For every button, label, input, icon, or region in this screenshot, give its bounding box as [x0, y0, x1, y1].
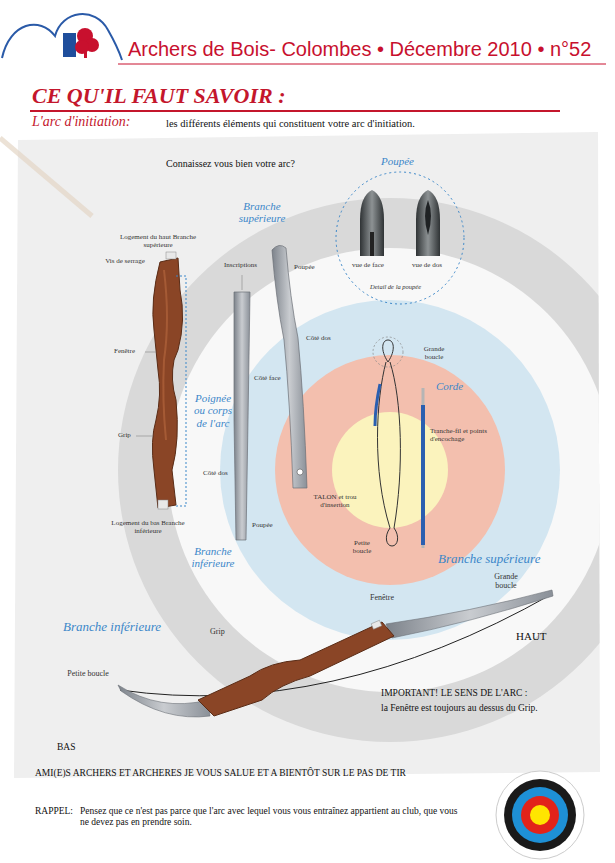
part-label: IMPORTANT! LE SENS DE L'ARC :	[381, 688, 527, 699]
nock-back	[416, 190, 440, 256]
arrow-shaft	[0, 138, 92, 216]
part-label: Poignée ou corps de l'arc	[190, 392, 236, 429]
serving-bar	[422, 388, 425, 548]
detail-circle	[336, 172, 464, 304]
part-label: Grande boucle	[416, 346, 452, 362]
serving-bar	[421, 405, 425, 545]
part-label: Branche supérieure	[226, 200, 298, 225]
target-face	[118, 198, 615, 742]
target-icon	[521, 796, 559, 834]
string	[390, 362, 400, 528]
target-icon	[530, 805, 550, 825]
nock-slot	[370, 232, 374, 256]
riser	[152, 258, 182, 508]
part-label: Tranche-fil et points d'encochage	[430, 428, 490, 444]
limb-bolt	[371, 620, 382, 629]
header-rule	[118, 64, 606, 65]
part-label: Poupée	[252, 522, 273, 530]
limb-face	[234, 292, 250, 540]
part-label: BAS	[57, 742, 75, 753]
target-icon	[504, 779, 576, 851]
part-label: Côté face	[254, 375, 281, 383]
nock-groove	[425, 200, 431, 235]
part-label: AMI(E)S ARCHERS ET ARCHERES JE VOUS SALU…	[35, 768, 406, 779]
part-label: Logement du haut Branche supérieure	[112, 234, 204, 250]
target-icon	[496, 771, 584, 859]
part-label: Fenêtre	[114, 348, 135, 356]
target-ring	[275, 355, 505, 585]
part-label: Pensez que ce n'est pas parce que l'arc …	[80, 806, 460, 827]
part-label: L'arc d'initiation:	[32, 114, 130, 130]
limb-side	[272, 245, 307, 488]
nock-front	[360, 190, 384, 256]
detail-circle	[373, 337, 403, 367]
part-label: Fenêtre	[370, 594, 394, 603]
part-label: RAPPEL:	[35, 806, 73, 817]
lower-limb	[118, 685, 210, 717]
part-label: Grip	[210, 628, 225, 637]
insertion-hole	[297, 469, 303, 475]
part-label: Côté dos	[306, 335, 331, 343]
part-label: Corde	[436, 380, 463, 392]
part-label: TALON et trou d'insertion	[306, 494, 364, 510]
part-label: Poupée	[294, 264, 315, 272]
part-label: Grip	[118, 432, 131, 440]
logo-swoosh	[2, 14, 122, 60]
part-label: HAUT	[516, 630, 547, 642]
part-label: Branche inférieure	[184, 545, 242, 570]
part-label: Petite boucle	[346, 540, 378, 556]
target-icon	[512, 787, 568, 843]
leader-line	[145, 352, 156, 353]
target-ring	[220, 300, 560, 640]
logo-emblem	[84, 50, 87, 58]
newsletter-title: Archers de Bois- Colombes • Décembre 201…	[128, 38, 591, 60]
string-loop	[386, 528, 397, 546]
part-label: la Fenêtre est toujours au dessus du Gri…	[381, 703, 538, 714]
limb-bolt	[166, 252, 176, 259]
part-label: Poupée	[381, 155, 414, 167]
target-ring	[118, 198, 615, 742]
heading-rule	[30, 110, 560, 112]
leader-line	[242, 275, 243, 290]
leader-line	[136, 436, 153, 437]
string-serving	[375, 384, 380, 426]
part-label: Vis de serrage	[104, 258, 146, 266]
part-label: Petite boucle	[66, 670, 110, 679]
target-ring	[168, 248, 612, 692]
part-label: les différents éléments qui constituent …	[166, 118, 415, 130]
part-label: Logement du bas Branche inférieure	[102, 520, 194, 536]
part-label: Branche inférieure	[63, 620, 161, 635]
part-label: vue de dos	[412, 262, 442, 270]
part-label: Branche supérieure	[438, 552, 540, 567]
part-label: Côté dos	[203, 470, 228, 478]
limb-bolt	[158, 500, 168, 509]
part-label: Inscriptions	[224, 262, 257, 270]
part-label: Detail de la poupée	[370, 283, 421, 290]
part-label: CE QU'IL FAUT SAVOIR :	[32, 84, 285, 109]
string-loop	[383, 340, 394, 362]
part-label: vue de face	[352, 262, 384, 270]
riser	[198, 622, 394, 716]
riser-grain	[163, 270, 167, 440]
bracket	[176, 276, 186, 506]
logo-emblem	[63, 33, 76, 57]
part-label: Grande boucle	[484, 573, 528, 591]
part-label: Connaissez vous bien votre arc?	[166, 158, 295, 169]
